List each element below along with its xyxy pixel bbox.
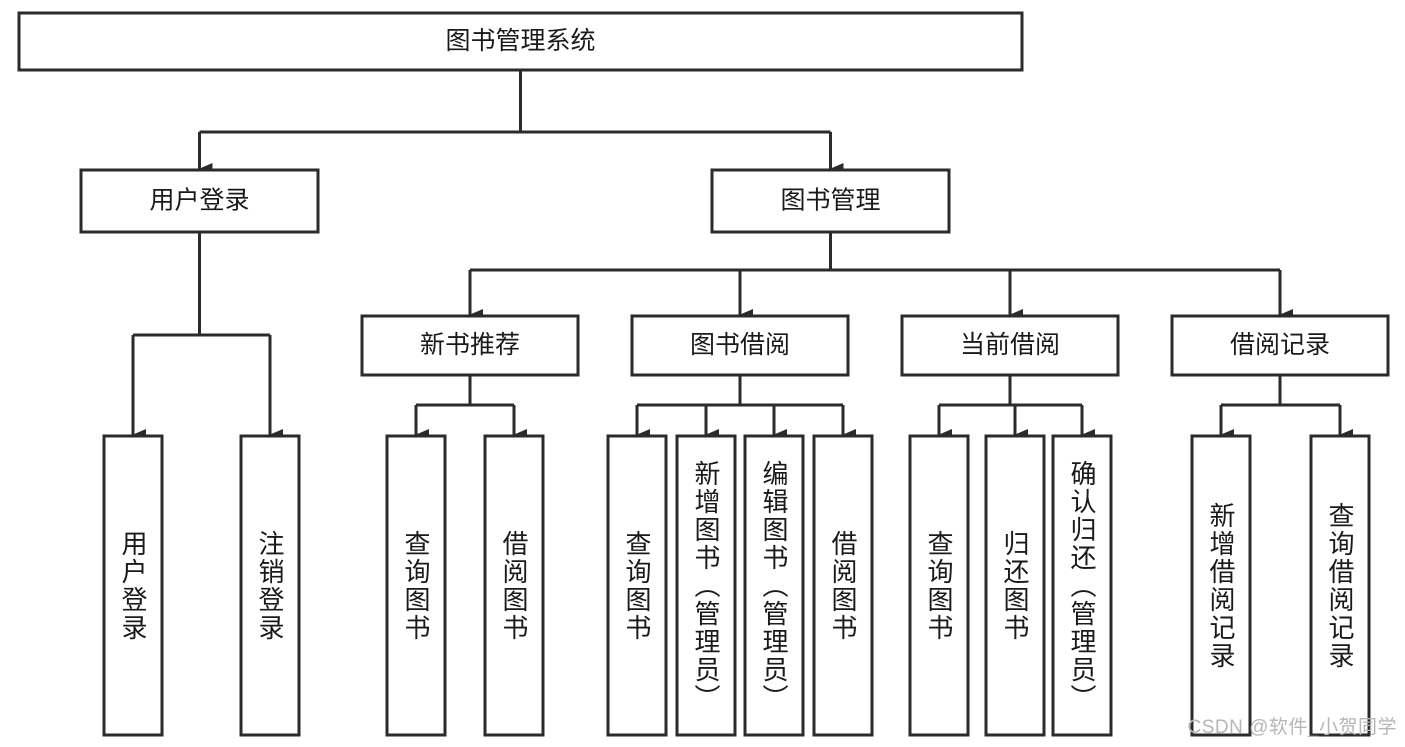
node-label: 图书借阅 — [690, 331, 790, 359]
node-label: 图书管理系统 — [445, 27, 595, 55]
node-box — [483, 434, 545, 737]
node-box — [239, 434, 301, 737]
node-leaf-confirm-return[interactable] — [1051, 434, 1113, 737]
node-leaf-query-record[interactable] — [1309, 434, 1371, 737]
node-box — [710, 168, 951, 234]
node-box — [17, 11, 1024, 72]
node-box — [79, 168, 320, 234]
node-box — [1051, 434, 1113, 737]
node-leaf-edit-book[interactable] — [743, 434, 805, 737]
node-box — [360, 314, 580, 377]
node-leaf-logout[interactable] — [239, 434, 301, 737]
node-box — [900, 314, 1120, 377]
node-leaf-user-login[interactable] — [102, 434, 164, 737]
node-box — [606, 434, 668, 737]
node-current-borrow[interactable]: 当前借阅 — [900, 314, 1120, 377]
node-label: 图书管理 — [780, 187, 880, 215]
node-book-manage[interactable]: 图书管理 — [710, 168, 951, 234]
node-box — [385, 434, 447, 737]
watermark: CSDN @软件_小贺同学 — [1187, 717, 1397, 738]
node-label: 借阅记录 — [1230, 331, 1330, 359]
node-label: 用户登录 — [149, 187, 249, 215]
node-leaf-add-record[interactable] — [1190, 434, 1252, 737]
node-box — [1170, 314, 1390, 377]
node-book-borrow[interactable]: 图书借阅 — [630, 314, 850, 377]
node-box — [630, 314, 850, 377]
node-new-book-rec[interactable]: 新书推荐 — [360, 314, 580, 377]
node-box — [743, 434, 805, 737]
node-leaf-query-book-1[interactable] — [385, 434, 447, 737]
node-box — [102, 434, 164, 737]
node-leaf-query-book-2[interactable] — [606, 434, 668, 737]
node-leaf-borrow-book-2[interactable] — [812, 434, 874, 737]
node-borrow-record[interactable]: 借阅记录 — [1170, 314, 1390, 377]
node-leaf-return-book[interactable] — [984, 434, 1046, 737]
node-leaf-add-book[interactable] — [675, 434, 737, 737]
node-label: 新书推荐 — [420, 331, 520, 359]
node-root[interactable]: 图书管理系统 — [17, 11, 1024, 72]
node-box — [675, 434, 737, 737]
node-user-login[interactable]: 用户登录 — [79, 168, 320, 234]
connector-layer — [131, 70, 1353, 441]
node-leaf-query-book-3[interactable] — [908, 434, 970, 737]
node-label: 当前借阅 — [960, 331, 1060, 359]
node-box — [1190, 434, 1252, 737]
node-box — [984, 434, 1046, 737]
node-box — [908, 434, 970, 737]
node-box — [812, 434, 874, 737]
node-box — [1309, 434, 1371, 737]
node-leaf-borrow-book-1[interactable] — [483, 434, 545, 737]
